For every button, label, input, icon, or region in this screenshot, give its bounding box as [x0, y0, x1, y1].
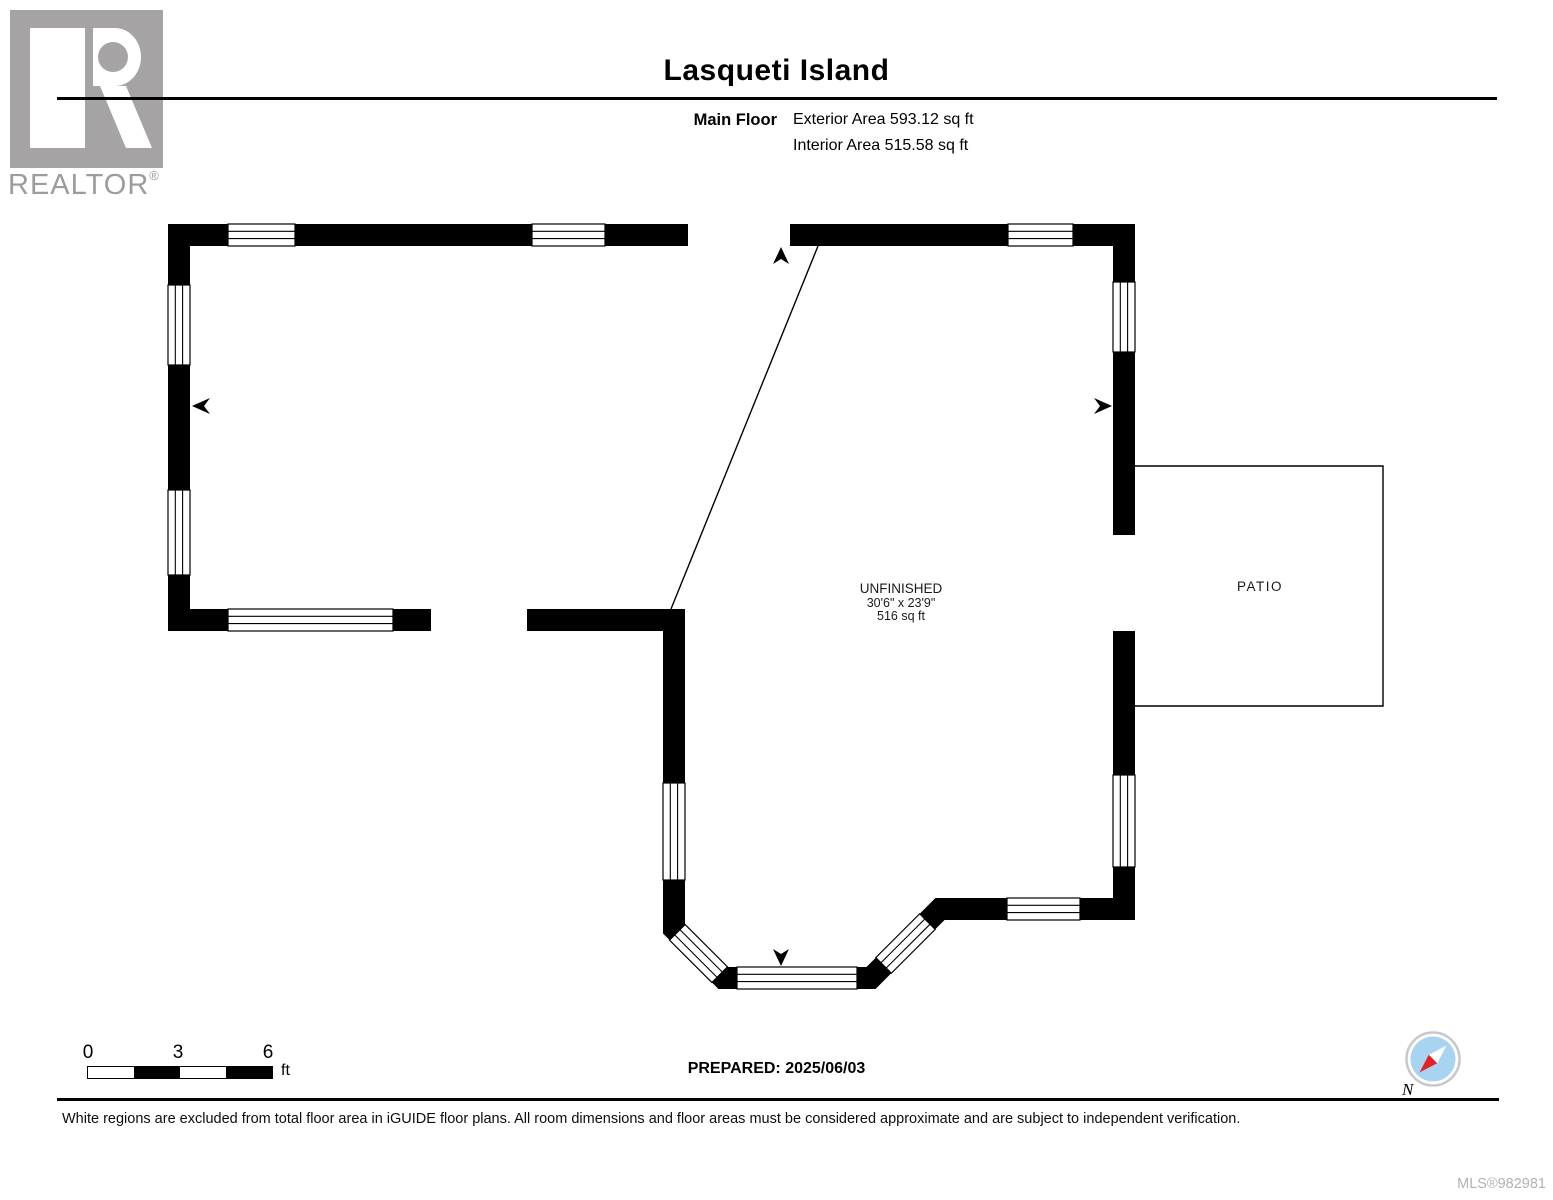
- compass-needle-north: [1419, 1054, 1438, 1073]
- realtor-logo: [10, 10, 163, 168]
- scale-tick-3: 3: [172, 1042, 184, 1063]
- floor-name: Main Floor: [693, 111, 777, 129]
- room-area-label: 516 sq ft: [877, 609, 925, 623]
- logo-r-stem: [30, 28, 85, 148]
- scale-tick-6: 6: [262, 1042, 274, 1063]
- window-symbol: [227, 608, 394, 632]
- window-symbol: [662, 782, 686, 881]
- compass-icon: [1405, 1031, 1461, 1087]
- scale-segment: [180, 1067, 226, 1078]
- window-symbols: [167, 223, 1136, 990]
- room-name-label: UNFINISHED: [860, 581, 943, 596]
- interior-area: Interior Area 515.58 sq ft: [793, 137, 969, 154]
- patio-outline: [1135, 465, 1384, 707]
- logo-r-bowl-counter: [98, 42, 128, 72]
- window-symbol: [668, 923, 729, 984]
- window-symbol: [1112, 281, 1136, 353]
- window-symbol: [736, 966, 858, 990]
- scale-unit-label: ft: [281, 1062, 290, 1079]
- room-dimensions-label: 30'6" x 23'9": [867, 596, 936, 610]
- scale-tick-0: 0: [82, 1042, 94, 1063]
- prepared-date: PREPARED: 2025/06/03: [687, 1060, 866, 1077]
- window-symbol: [227, 223, 296, 247]
- logo-r-leg: [100, 86, 152, 148]
- area-boundary-line: [670, 245, 819, 610]
- disclaimer-text: White regions are excluded from total fl…: [62, 1111, 1241, 1127]
- window-symbol: [167, 284, 191, 366]
- footer-divider: [57, 1098, 1499, 1101]
- page-title: Lasqueti Island: [663, 54, 890, 87]
- registered-trademark-icon: ®: [149, 168, 159, 183]
- exterior-area: Exterior Area 593.12 sq ft: [793, 111, 974, 128]
- realtor-wordmark: REALTOR®: [8, 168, 159, 202]
- scale-bar-segments: [87, 1066, 273, 1079]
- direction-arrow-down-icon: [773, 949, 789, 966]
- window-symbol: [874, 912, 937, 975]
- patio-label: PATIO: [1237, 579, 1283, 594]
- scale-segment: [226, 1067, 272, 1078]
- window-symbol: [167, 489, 191, 576]
- direction-arrow-right-icon: [1094, 398, 1112, 414]
- window-symbol: [1007, 223, 1074, 247]
- direction-arrow-up-icon: [773, 247, 789, 264]
- window-symbol: [1112, 774, 1136, 868]
- window-symbol: [531, 223, 606, 247]
- scale-segment: [88, 1067, 134, 1078]
- window-symbol: [1006, 897, 1081, 921]
- compass-north-label: N: [1402, 1080, 1414, 1099]
- scale-segment: [134, 1067, 180, 1078]
- title-divider: [57, 97, 1497, 100]
- realtor-wordmark-text: REALTOR: [8, 169, 150, 201]
- direction-arrow-left-icon: [192, 398, 210, 414]
- compass-needle-south: [1428, 1045, 1447, 1064]
- mls-number: MLS®982981: [1457, 1176, 1546, 1192]
- walls: [168, 224, 1135, 989]
